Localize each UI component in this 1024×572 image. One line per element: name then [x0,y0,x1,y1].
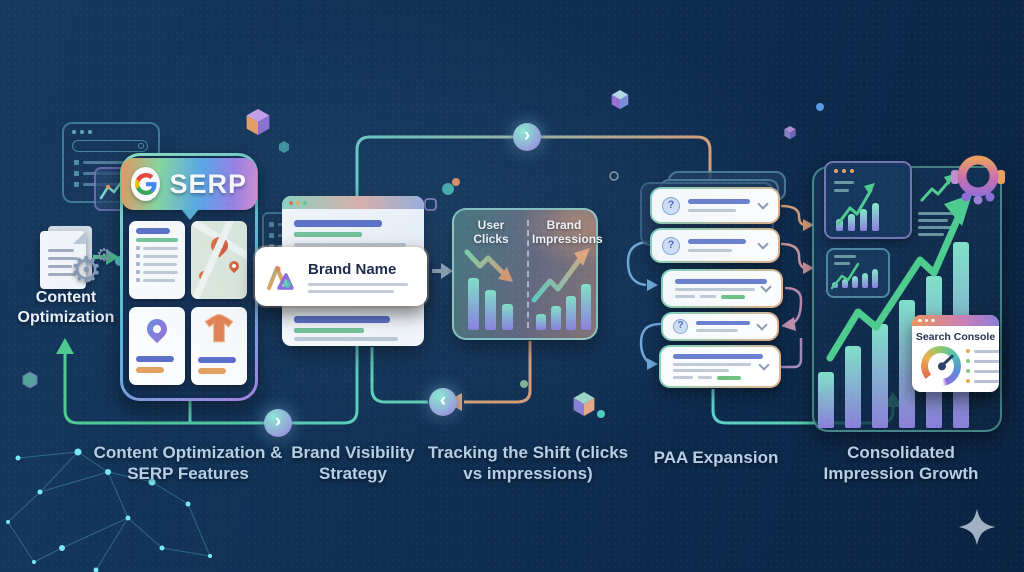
gauge-needle [939,354,955,368]
mini-card-bars [832,269,878,288]
brand-impressions-title: Brand Impressions [532,218,603,246]
question-icon: ? [662,196,680,215]
gauge-icon [921,346,961,386]
arrowhead-right [647,279,658,291]
chevron-down-icon [757,197,769,210]
paa-right-curve-3 [784,286,803,324]
question-icon: ? [673,319,688,334]
caption-tracking-shift: Tracking the Shift (clicks vs impression… [427,443,629,484]
serp-map-tile [191,221,247,299]
brand-impressions-bars [536,284,591,330]
question-icon: ? [662,236,680,255]
map-pin-icon [196,268,212,284]
content-optimization-label: Content Optimization [17,289,115,326]
serp-header: SERP [121,158,257,210]
serp-local-tile [129,307,185,385]
window-dots-icon [72,130,92,134]
cube-icon [279,141,289,153]
page-fold [73,231,86,244]
flow-next-dot: › [513,123,541,151]
location-pin-icon [142,314,172,344]
chevron-down-icon [758,358,770,371]
paa-question-card: ? [650,228,780,263]
chevron-down-icon [757,237,769,250]
caption-content-serp: Content Optimization & SERP Features [93,443,283,484]
caption-paa-expansion: PAA Expansion [653,448,779,467]
arrowhead-up [56,338,74,354]
hexagon-icon [22,371,38,389]
backflow-orange-line [464,341,532,404]
map-pin-icon [207,233,232,258]
paa-right-curve-1 [780,204,807,227]
paa-left-curve-1 [626,240,651,287]
serp-organic-tile [129,221,185,299]
mini-browser-bars [836,203,879,231]
paa-right-curve-4 [779,338,803,369]
brand-name-text: Brand Name [308,260,397,278]
cube-icon [611,90,629,110]
flow-next-dot: › [264,409,292,437]
cube-icon [246,109,270,135]
tshirt-icon [204,313,234,343]
flow-prev-dot: ‹ [429,388,457,416]
serp-shopping-tile [191,307,247,385]
paa-question-card: ? [661,312,779,341]
cube-icon [784,126,796,140]
gear-icon: ⚙ [70,249,103,290]
paa-question-card: ? [650,187,780,224]
user-clicks-bars [468,278,513,330]
window-dots-icon [834,169,854,173]
sparkle-icon [959,509,995,545]
document-icon [40,231,86,289]
chevron-down-icon [756,318,768,331]
caption-consolidated-growth: Consolidated Impression Growth [823,443,979,484]
dashed-divider [527,220,529,328]
search-bar [72,140,148,152]
caption-brand-visibility: Brand Visibility Strategy [291,443,415,484]
gear-icon: ⚙ [96,245,113,265]
user-clicks-title: User Clicks [473,218,509,246]
serp-header-pointer [181,209,199,220]
browser-titlebar [282,196,424,209]
cube-icon [573,392,595,416]
arrowhead-left [781,317,796,331]
paa-answer-card [661,269,783,308]
serp-title: SERP [169,168,247,199]
paa-left-curve-2 [639,322,662,365]
search-console-title: Search Console [915,331,996,343]
search-icon [138,143,144,149]
brand-name-card: Brand Name [255,247,427,306]
paa-answer-card [659,345,781,388]
map-pin-icon [226,258,242,274]
window-dots-icon [912,315,999,326]
google-logo-icon [131,167,161,201]
arrowhead-right [647,358,658,370]
paa-right-curve-2 [780,242,807,270]
backflow-teal-line [370,347,428,404]
brand-logo-icon [267,265,294,290]
search-console-card: Search Console [912,315,999,392]
